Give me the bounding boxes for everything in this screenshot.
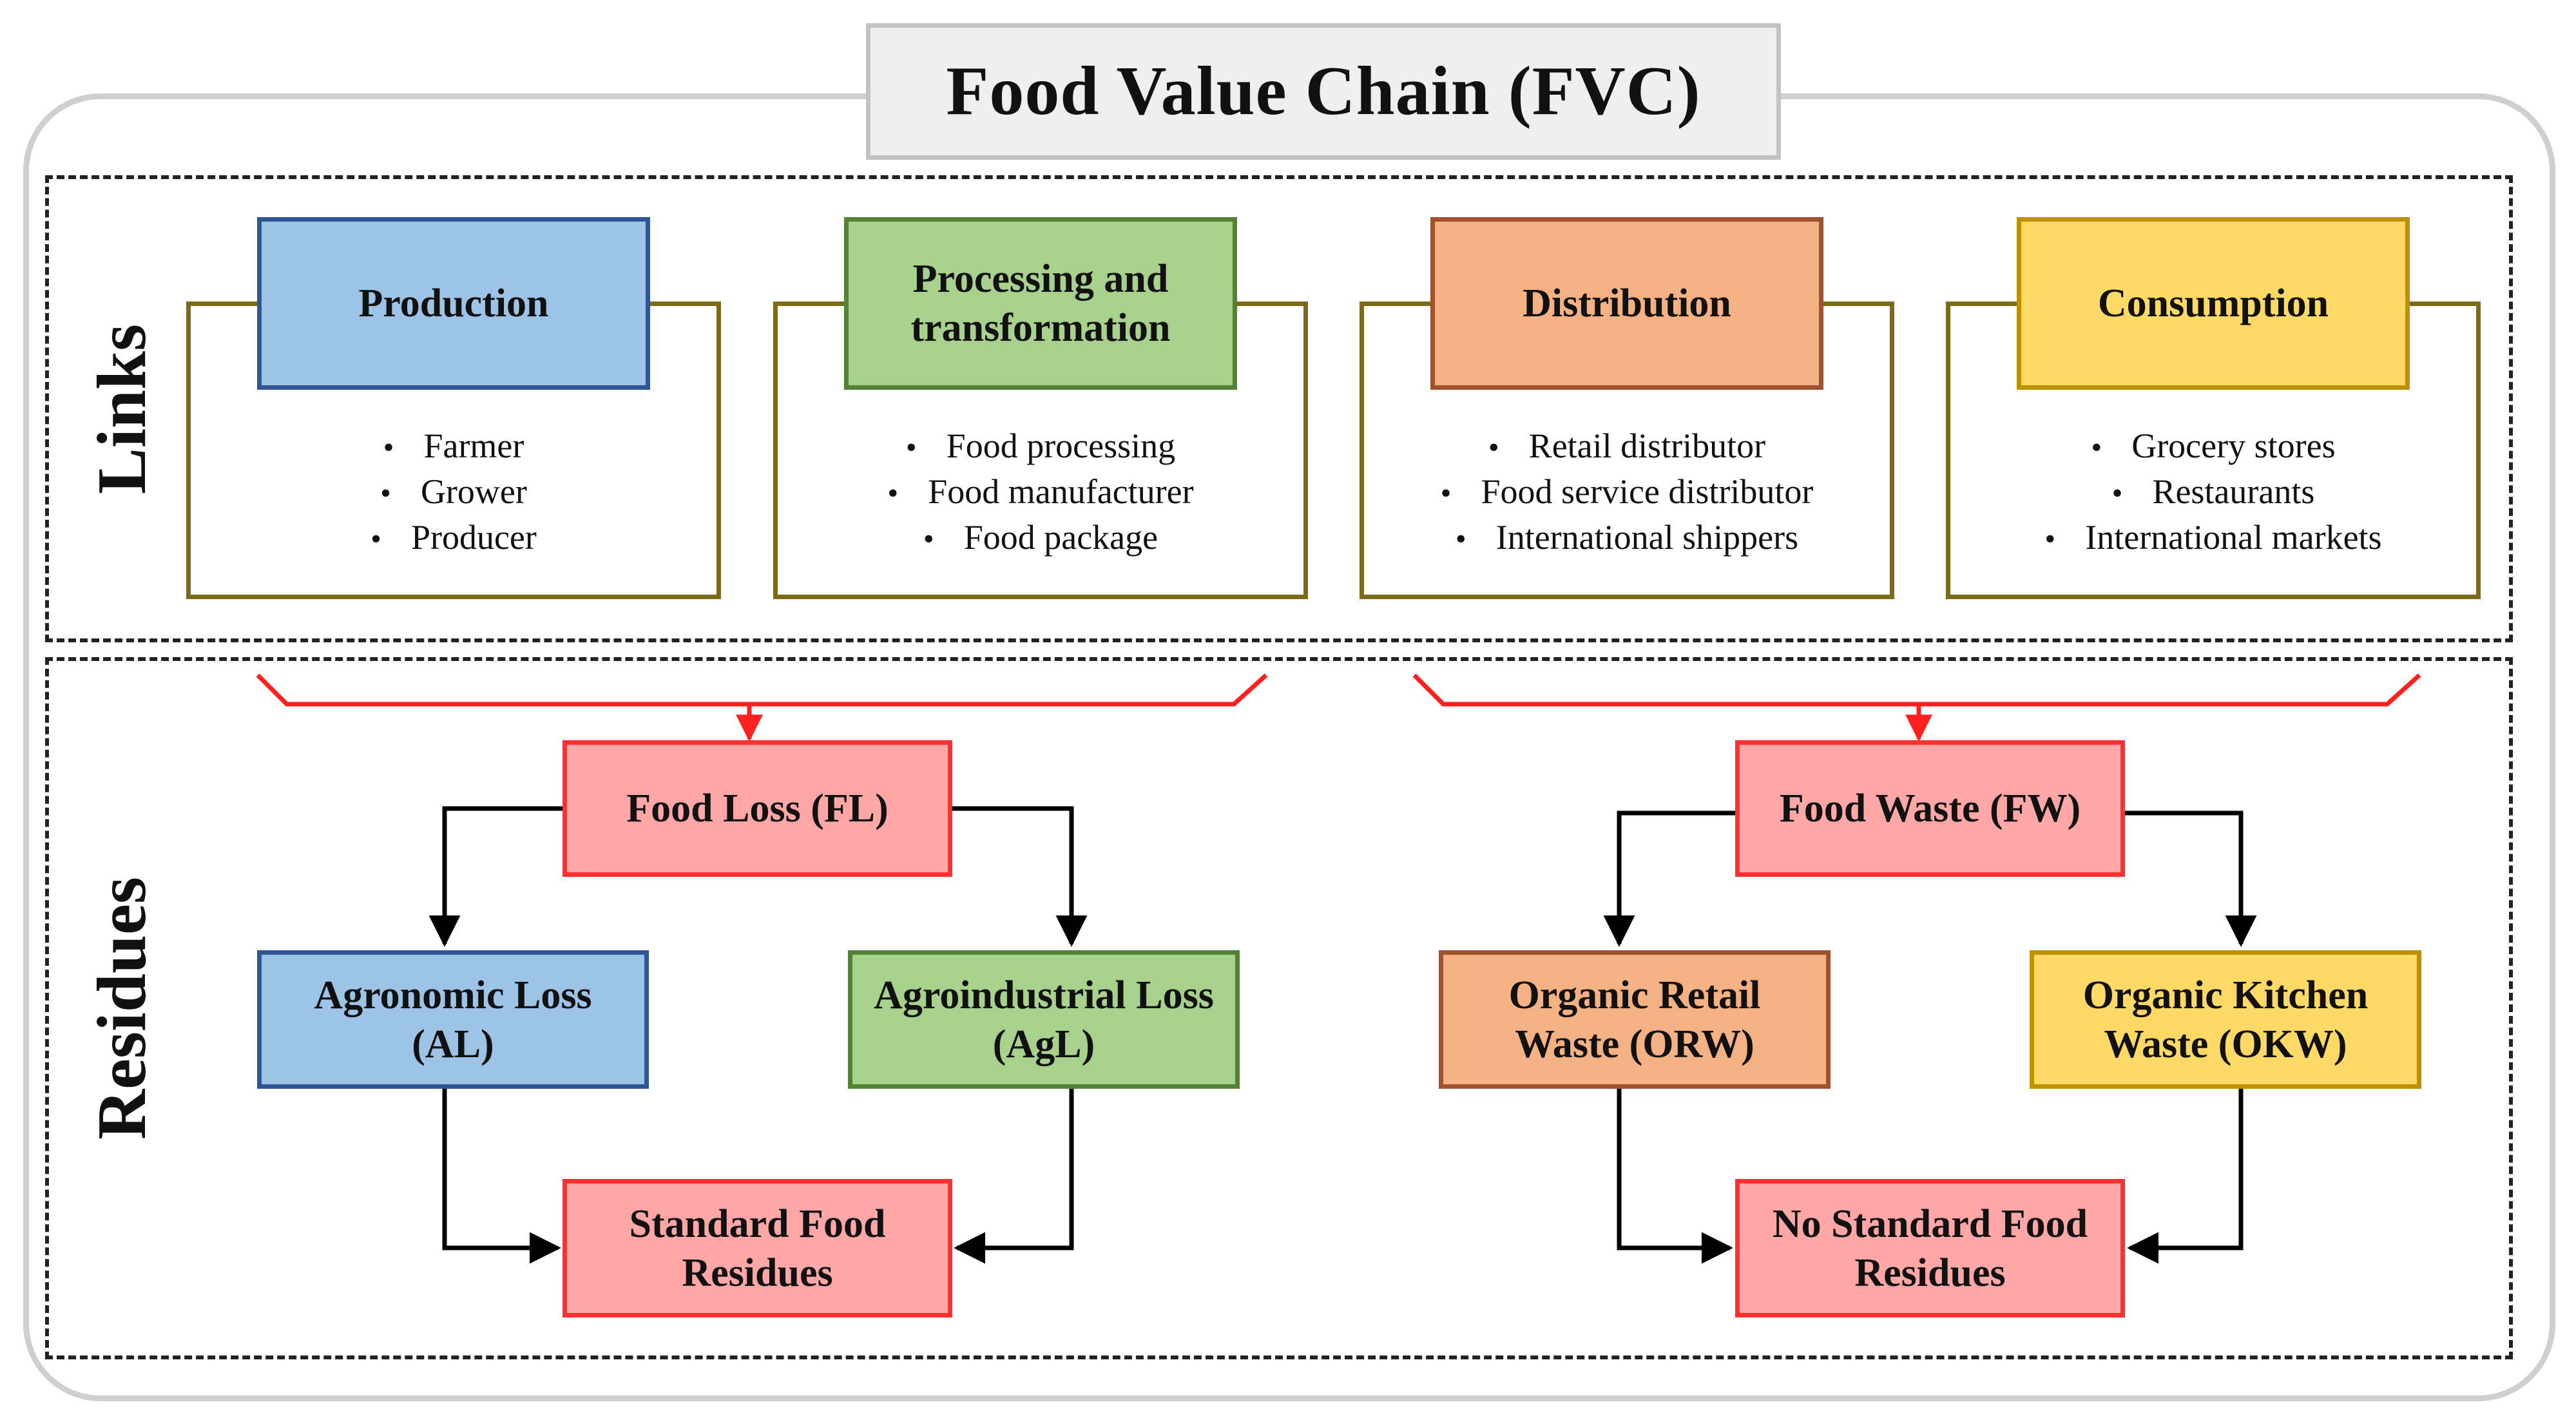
agroindustrial-loss-box: Agroindustrial Loss (AgL) xyxy=(848,950,1240,1089)
no-standard-food-residues-box: No Standard Food Residues xyxy=(1735,1179,2125,1317)
processing-items: Food processing Food manufacturer Food p… xyxy=(887,424,1193,561)
food-waste-box: Food Waste (FW) xyxy=(1735,740,2125,877)
production-box: Production xyxy=(257,217,650,390)
list-item: Retail distributor xyxy=(1441,424,1814,470)
links-section-label: Links xyxy=(84,323,161,495)
diagram-title: Food Value Chain (FVC) xyxy=(866,23,1781,160)
processing-box: Processing and transformation xyxy=(844,217,1237,390)
residues-section xyxy=(45,657,2513,1359)
distribution-box: Distribution xyxy=(1430,217,1823,390)
consumption-box: Consumption xyxy=(2017,217,2410,390)
organic-kitchen-waste-box: Organic Kitchen Waste (OKW) xyxy=(2030,950,2421,1089)
food-loss-box: Food Loss (FL) xyxy=(562,740,952,877)
standard-food-residues-box: Standard Food Residues xyxy=(562,1179,952,1317)
agronomic-loss-box: Agronomic Loss (AL) xyxy=(257,950,649,1089)
list-item: Farmer xyxy=(370,424,537,470)
list-item: Food processing xyxy=(887,424,1193,470)
list-item: Food service distributor xyxy=(1441,470,1813,515)
residues-section-label: Residues xyxy=(84,876,160,1140)
list-item: International shippers xyxy=(1441,515,1814,561)
list-item: Restaurants xyxy=(2044,470,2381,515)
list-item: Food manufacturer xyxy=(887,470,1193,515)
list-item: Grower xyxy=(370,470,537,515)
production-items: Farmer Grower Producer xyxy=(370,424,537,561)
list-item: Grocery stores xyxy=(2044,424,2381,470)
links-section xyxy=(45,175,2513,642)
list-item: Food package xyxy=(887,515,1193,561)
consumption-items: Grocery stores Restaurants International… xyxy=(2044,424,2381,561)
diagram-title-text: Food Value Chain (FVC) xyxy=(946,53,1701,129)
list-item: International markets xyxy=(2044,515,2381,561)
list-item: Producer xyxy=(370,515,537,561)
distribution-items: Retail distributor Food service distribu… xyxy=(1441,424,1814,561)
organic-retail-waste-box: Organic Retail Waste (ORW) xyxy=(1439,950,1831,1089)
